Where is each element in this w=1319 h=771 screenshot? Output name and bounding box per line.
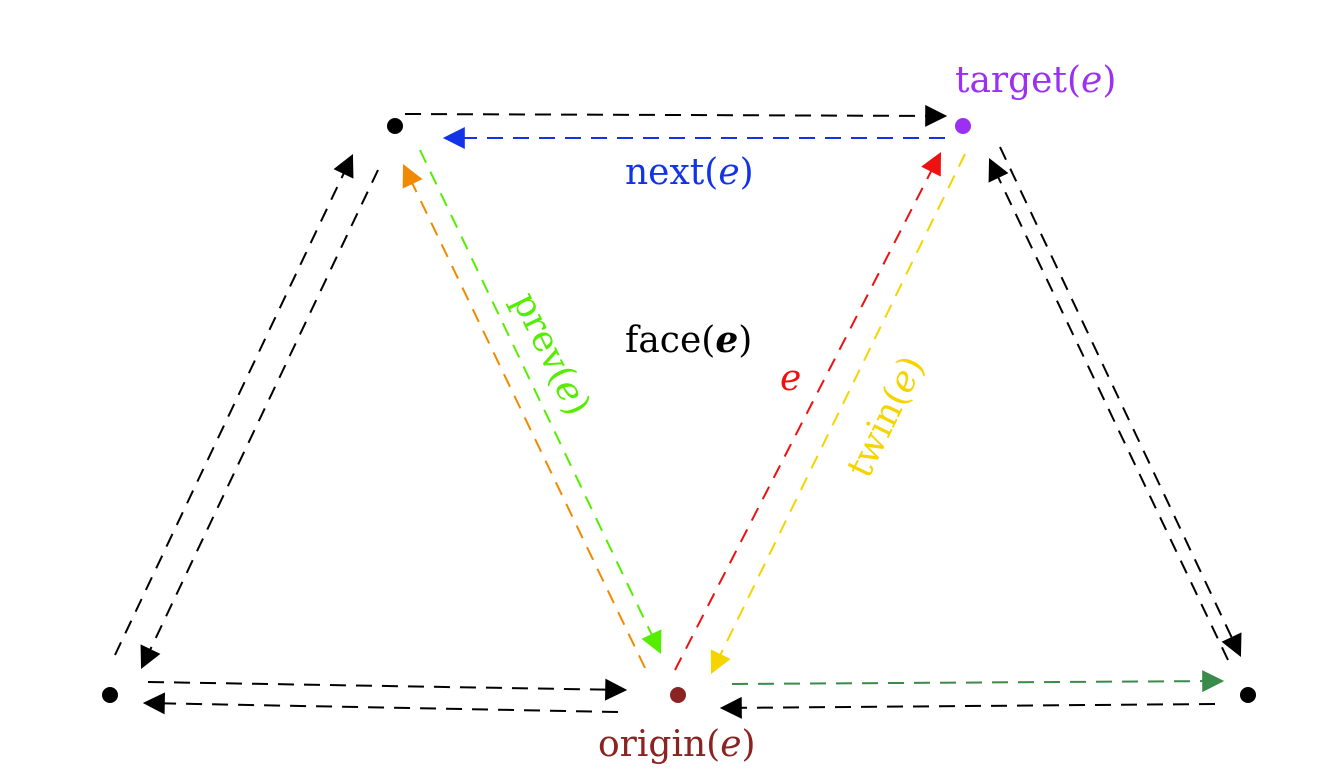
vertex-bottom-left <box>102 687 118 703</box>
half-edge-bottom-right-back <box>719 696 1216 719</box>
half-edge-top-forward <box>404 104 948 127</box>
half-edge-left-up <box>114 154 354 656</box>
label-target: target(e) <box>955 60 1116 101</box>
label-twin: twin(e) <box>839 350 933 484</box>
twin-half-edge <box>710 153 966 674</box>
vertex-target <box>955 118 971 134</box>
half-edge-right-up <box>988 158 1229 661</box>
vertex-bottom-right <box>1240 687 1256 703</box>
half-edge-bottom-left-back <box>142 692 619 715</box>
half-edge-right-down <box>999 146 1242 657</box>
half-edge-bottom-left-forward <box>147 678 628 701</box>
half-edge-bottom-right-forward <box>731 670 1225 693</box>
half-edge-orange <box>402 164 646 669</box>
label-e: e <box>780 358 801 399</box>
vertex-top-left <box>387 118 403 134</box>
label-origin: origin(e) <box>598 724 756 765</box>
half-edge-e <box>674 152 942 671</box>
prev-half-edge <box>419 149 662 654</box>
half-edge-left-down <box>140 169 379 669</box>
label-next: next(e) <box>625 152 754 193</box>
label-face: face(e) <box>625 319 752 361</box>
vertex-origin <box>670 687 686 703</box>
